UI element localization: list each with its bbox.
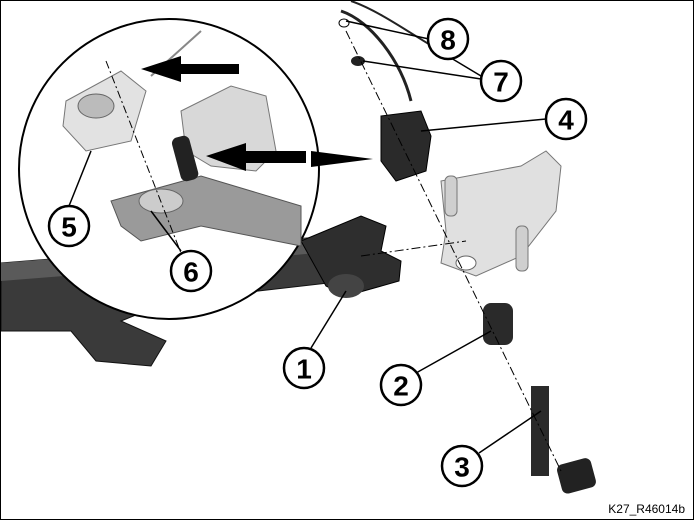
- callout-5: 5: [47, 204, 91, 248]
- bolt-part-3: [531, 386, 596, 494]
- callout-7: 7: [479, 59, 523, 103]
- callout-8: 8: [426, 17, 470, 61]
- callout-6: 6: [169, 249, 213, 293]
- svg-text:8: 8: [440, 25, 456, 56]
- callout-2: 2: [379, 363, 423, 407]
- sleeve-part-2: [483, 303, 513, 345]
- sensor-part-4: [380, 110, 432, 182]
- clevis-part-1: [300, 215, 402, 298]
- pointer-arrow-icon: [311, 151, 373, 167]
- svg-text:5: 5: [61, 212, 77, 243]
- figure-id: K27_R46014b: [608, 502, 685, 516]
- arrow-left-icon: [141, 56, 239, 82]
- svg-text:1: 1: [296, 354, 312, 385]
- svg-text:4: 4: [558, 105, 574, 136]
- callout-3: 3: [440, 444, 484, 488]
- detail-magnifier: [18, 18, 320, 320]
- axis-lines: [345, 30, 562, 472]
- svg-text:7: 7: [493, 67, 509, 98]
- cable-assembly: [338, 1, 442, 102]
- svg-text:2: 2: [393, 371, 409, 402]
- callout-1: 1: [282, 346, 326, 390]
- direction-arrows: [141, 56, 373, 171]
- callout-4: 4: [544, 97, 588, 141]
- svg-text:6: 6: [183, 257, 199, 288]
- svg-text:3: 3: [454, 452, 470, 483]
- arrow-left-icon: [206, 143, 306, 171]
- leader-lines: [68, 20, 547, 454]
- bracket: [440, 150, 562, 277]
